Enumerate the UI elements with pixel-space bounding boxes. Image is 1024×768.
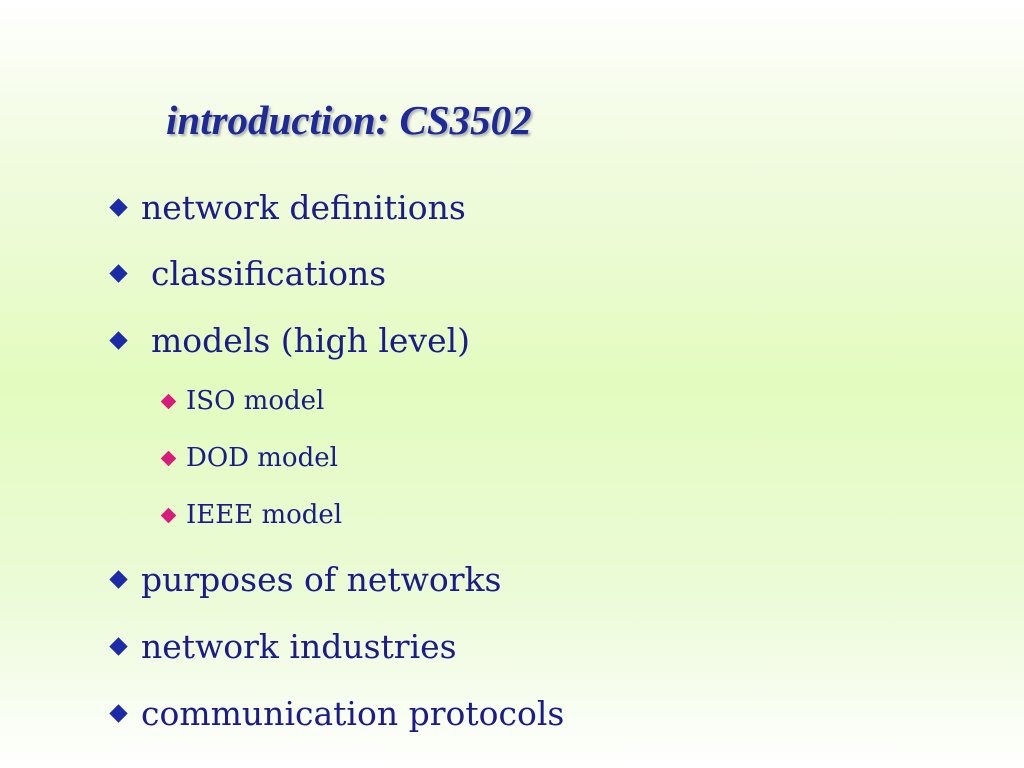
sub-bullet-text: IEEE model: [186, 500, 343, 530]
bullet-text: models (high level): [151, 320, 471, 360]
sub-bullet-text: DOD model: [186, 443, 338, 473]
bullet-text: purposes of networks: [141, 559, 502, 599]
bullet-item-models: models (high level): [109, 320, 471, 360]
bullet-item-purposes-of-networks: purposes of networks: [109, 559, 502, 599]
sub-bullet-item-dod-model: DOD model: [160, 442, 338, 474]
diamond-bullet-icon: [109, 197, 128, 217]
sub-bullet-text: ISO model: [186, 386, 325, 416]
pink-diamond-bullet-icon: [160, 393, 177, 409]
diamond-bullet-icon: [109, 263, 128, 283]
bullet-item-network-industries: network industries: [109, 626, 457, 666]
sub-bullet-item-ieee-model: IEEE model: [160, 499, 343, 531]
diamond-bullet-icon: [109, 636, 128, 656]
bullet-text: network industries: [141, 626, 457, 666]
slide-title: introduction: CS3502: [166, 97, 532, 143]
bullet-item-network-definitions: network definitions: [109, 187, 466, 227]
diamond-bullet-icon: [109, 569, 128, 589]
pink-diamond-bullet-icon: [160, 507, 177, 523]
bullet-item-communication-protocols: communication protocols: [109, 693, 565, 733]
sub-bullet-item-iso-model: ISO model: [160, 385, 325, 417]
bullet-text: classifications: [151, 253, 387, 293]
diamond-bullet-icon: [109, 703, 128, 723]
bullet-text: network definitions: [141, 187, 466, 227]
bullet-text: communication protocols: [141, 693, 565, 733]
bullet-item-classifications: classifications: [109, 253, 387, 293]
diamond-bullet-icon: [109, 330, 128, 350]
pink-diamond-bullet-icon: [160, 450, 177, 466]
